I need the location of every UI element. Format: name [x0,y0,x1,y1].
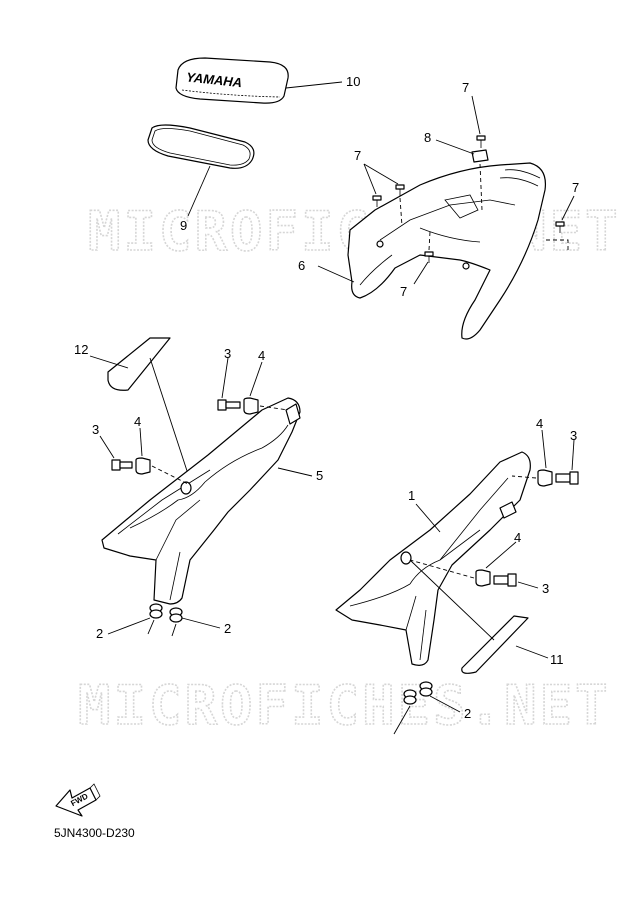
callout-3-upper-left: 3 [224,346,231,361]
callout-9: 9 [180,218,187,233]
bolt-3-mid-right [493,573,517,587]
callout-7-left: 7 [354,148,361,163]
callout-4-mid-left: 4 [134,414,141,429]
screw-7-bottom [424,251,434,263]
screw-7-right [555,221,565,233]
collar-4-mid-left [135,457,151,475]
left-side-cover-part [101,397,301,605]
callout-7-right: 7 [572,180,579,195]
collar-4-upper-left [243,397,259,415]
bolt-3-upper-left [217,399,241,411]
grommet-2-right-a [403,689,417,705]
emblem-text: YAMAHA [186,69,243,90]
callout-4-upper-left: 4 [258,348,265,363]
screw-7-top [476,135,486,148]
emblem-pad-part: YAMAHA [175,57,289,104]
rear-cowl-part [347,162,547,340]
right-decal-part [461,615,529,674]
figure-code: 5JN4300-D230 [54,826,135,840]
callout-2-left-a: 2 [96,626,103,641]
clip-part [471,149,489,163]
callout-2-right: 2 [464,706,471,721]
bolt-3-upper-right [555,471,579,485]
callout-6: 6 [298,258,305,273]
collar-4-upper-right [537,469,553,487]
grommet-2-left-a [149,603,163,619]
callout-11: 11 [550,652,564,667]
callout-3-upper-right: 3 [570,428,577,443]
grommet-2-left-b [169,607,183,623]
callout-8: 8 [424,130,431,145]
gasket-part [147,124,255,169]
callout-1: 1 [408,488,415,503]
callout-10: 10 [346,74,360,89]
bolt-3-mid-left [111,459,133,471]
left-decal-part [107,337,171,391]
callout-2-left-b: 2 [224,621,231,636]
callout-4-upper-right: 4 [536,416,543,431]
screw-7-left-a [372,195,382,207]
screw-7-left-b [395,184,405,196]
callout-3-mid-left: 3 [92,422,99,437]
callout-3-mid-right: 3 [542,581,549,596]
right-side-cover-part [335,451,531,666]
callout-12: 12 [74,342,88,357]
callout-7-bottom: 7 [400,284,407,299]
watermark-bottom: MICROFICHES.NET [78,674,611,737]
callout-7-top: 7 [462,80,469,95]
fwd-arrow-icon: FWD [55,783,101,817]
collar-4-mid-right [475,569,491,587]
callout-5: 5 [316,468,323,483]
callout-4-mid-right: 4 [514,530,521,545]
grommet-2-right-b [419,681,433,697]
